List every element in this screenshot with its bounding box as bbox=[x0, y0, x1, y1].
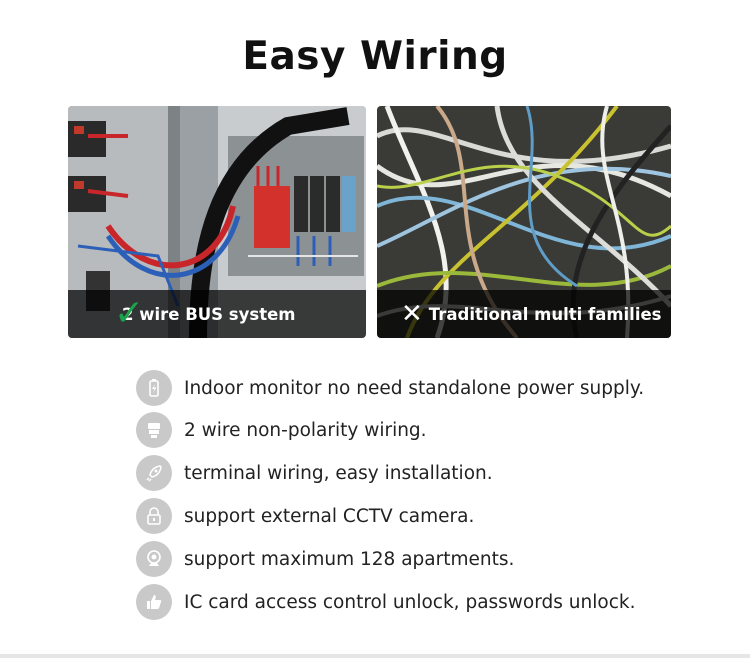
webcam-icon bbox=[136, 541, 172, 577]
list-item: terminal wiring, easy installation. bbox=[136, 455, 493, 491]
cross-icon: ✕ bbox=[401, 299, 423, 329]
list-item: 2 wire non-polarity wiring. bbox=[136, 412, 427, 448]
feature-text: Indoor monitor no need standalone power … bbox=[184, 377, 645, 399]
list-item: support maximum 128 apartments. bbox=[136, 541, 514, 577]
traditional-wiring-photo: ✕ Traditional multi families bbox=[377, 106, 671, 338]
check-icon: ✓ bbox=[114, 293, 145, 334]
list-item: support external CCTV camera. bbox=[136, 498, 474, 534]
bus-system-caption: 2 wire BUS system bbox=[122, 304, 296, 324]
connector-icon bbox=[136, 412, 172, 448]
page-title: Easy Wiring bbox=[242, 34, 508, 79]
caption-bar: 2 wire BUS system bbox=[68, 290, 366, 338]
rocket-icon bbox=[136, 455, 172, 491]
caption-bar: ✕ Traditional multi families bbox=[377, 290, 671, 338]
feature-text: IC card access control unlock, passwords… bbox=[184, 591, 636, 613]
feature-text: 2 wire non-polarity wiring. bbox=[184, 419, 427, 441]
list-item: Indoor monitor no need standalone power … bbox=[136, 370, 644, 406]
feature-text: support maximum 128 apartments. bbox=[184, 548, 515, 570]
feature-text: terminal wiring, easy installation. bbox=[184, 462, 493, 484]
battery-icon bbox=[136, 370, 172, 406]
thumbs-up-icon bbox=[136, 584, 172, 620]
bottom-divider bbox=[0, 654, 750, 658]
lock-icon bbox=[136, 498, 172, 534]
list-item: IC card access control unlock, passwords… bbox=[136, 584, 635, 620]
traditional-caption: Traditional multi families bbox=[428, 304, 662, 324]
bus-system-photo: 2 wire BUS system ✓ bbox=[68, 106, 366, 338]
feature-text: support external CCTV camera. bbox=[184, 505, 475, 527]
